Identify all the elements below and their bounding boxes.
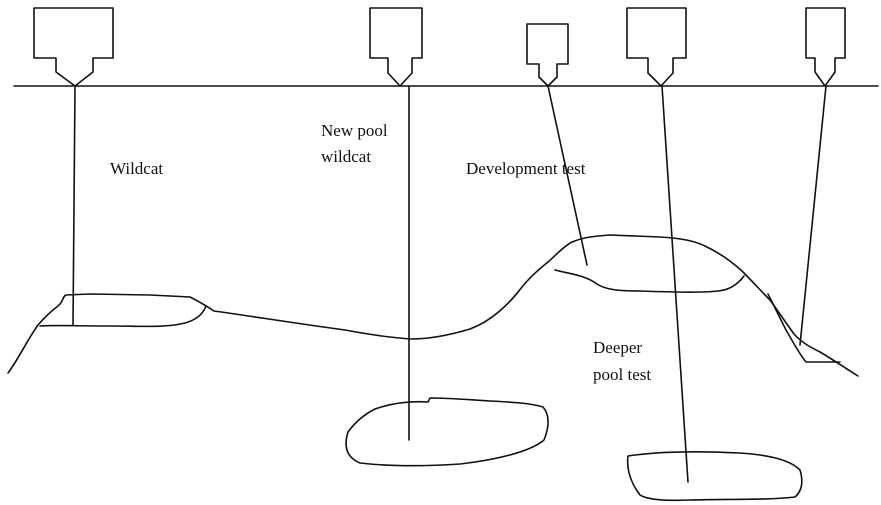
reservoir-wildcat [39, 305, 207, 328]
label-wildcat: Wildcat [110, 159, 164, 178]
wellbore-deeper-pool [661, 85, 689, 483]
stratigraphic-horizon [7, 234, 859, 377]
wellbore-development [547, 85, 588, 266]
rig-marker-development [526, 23, 569, 87]
wellbore-right [799, 85, 827, 346]
label-new-pool-line2: wildcat [321, 147, 372, 166]
reservoir-development [554, 269, 745, 293]
label-new-pool-line1: New pool [321, 121, 388, 140]
rig-marker-new-pool [369, 7, 423, 87]
label-development-test: Development test [466, 159, 586, 178]
reservoir-new-pool [345, 397, 549, 467]
reservoir-deeper-pool [626, 450, 803, 502]
rig-marker-wildcat [33, 7, 114, 87]
rig-marker-right [805, 7, 846, 87]
reservoir-right-wedge [767, 293, 841, 363]
label-deeper-line1: Deeper [593, 338, 643, 357]
label-deeper-line2: pool test [593, 365, 652, 384]
rig-marker-deeper-pool [626, 7, 687, 87]
wellbore-wildcat [72, 85, 76, 326]
